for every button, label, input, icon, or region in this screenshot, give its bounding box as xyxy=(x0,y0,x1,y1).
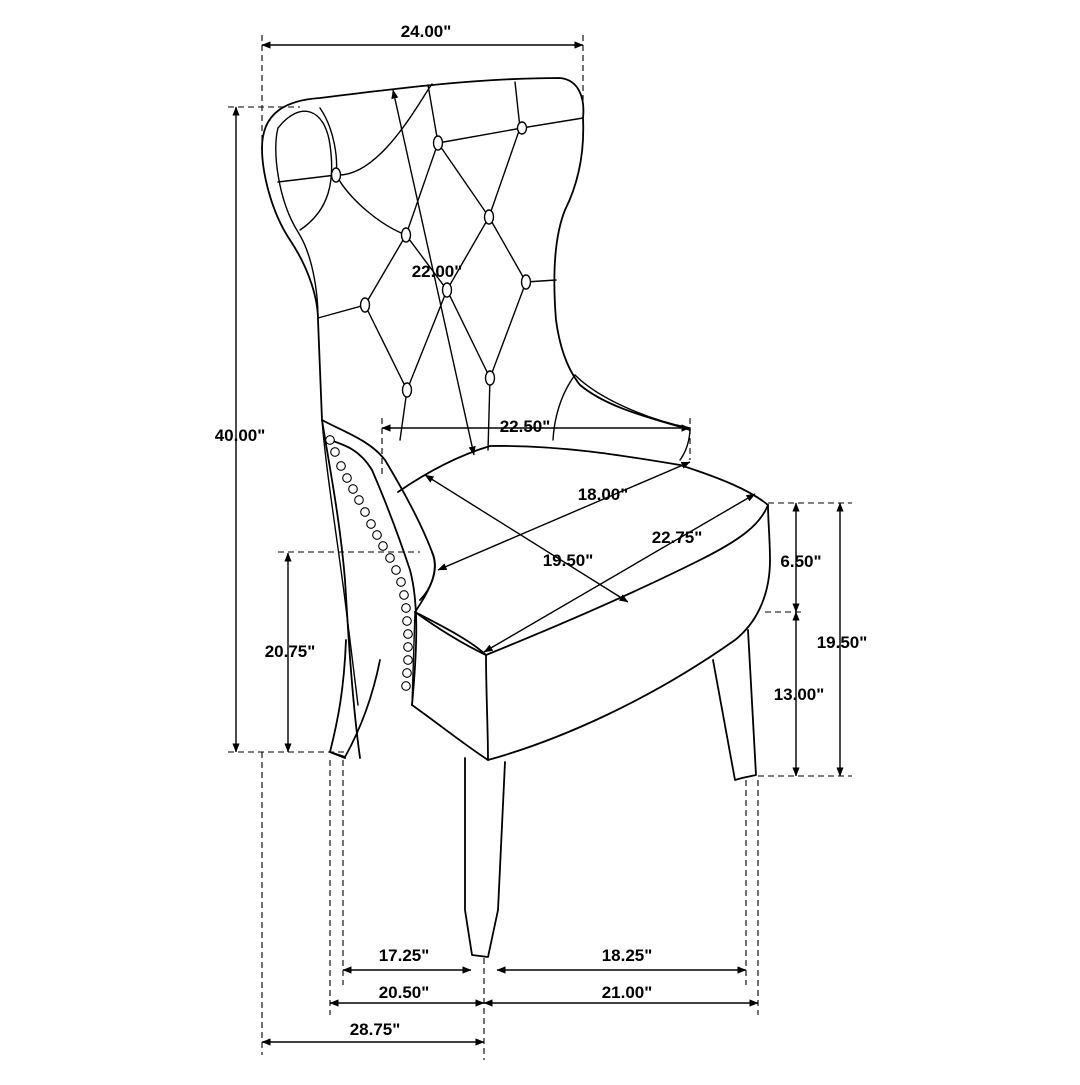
nailhead xyxy=(336,461,346,471)
nailhead xyxy=(399,590,409,600)
nailhead xyxy=(342,473,352,483)
nailhead xyxy=(360,507,370,517)
label-back-height: 22.00" xyxy=(412,262,463,281)
nailhead xyxy=(402,668,412,678)
label-overall-width: 24.00" xyxy=(401,22,452,41)
chair-left-arm-front xyxy=(329,439,418,706)
label-seat-diagonal: 19.50" xyxy=(543,551,594,570)
back-left-leg-bottom xyxy=(329,751,346,759)
label-seat-height: 19.50" xyxy=(817,633,868,652)
nailhead xyxy=(330,447,340,457)
nailhead xyxy=(385,553,395,563)
chair-left-arm xyxy=(321,419,436,601)
chair-right-wing-back xyxy=(552,374,576,441)
nailhead xyxy=(402,616,412,626)
chair-left-wing-inner xyxy=(277,110,333,231)
label-arm-height: 20.75" xyxy=(265,642,316,661)
label-seat-width-front: 22.50" xyxy=(500,417,551,436)
label-depth-outer-right: 21.00" xyxy=(602,983,653,1002)
nailhead xyxy=(396,577,406,587)
chair-left-wing xyxy=(261,147,361,759)
dim-arrow-seat-width xyxy=(483,493,756,653)
label-seat-width: 22.75" xyxy=(652,528,703,547)
nailhead xyxy=(401,603,411,613)
nailhead xyxy=(403,629,413,639)
chair-right-wing xyxy=(553,117,691,431)
nailhead xyxy=(372,530,382,540)
chair-back-top xyxy=(261,77,585,149)
chair-left-wing-roll xyxy=(275,127,319,319)
nailhead xyxy=(325,435,335,445)
nailhead xyxy=(403,642,413,652)
nailhead xyxy=(348,484,358,494)
nailhead xyxy=(391,565,401,575)
label-depth-inner-right: 18.25" xyxy=(602,946,653,965)
label-seat-depth: 18.00" xyxy=(578,485,629,504)
label-overall-depth: 28.75" xyxy=(350,1020,401,1039)
label-cushion-thickness: 6.50" xyxy=(780,552,821,571)
nailhead-trim xyxy=(325,435,413,691)
front-left-leg xyxy=(464,757,506,958)
nailhead xyxy=(354,495,364,505)
label-depth-outer-left: 20.50" xyxy=(379,983,430,1002)
label-overall-height: 40.00" xyxy=(215,426,266,445)
chair-outline xyxy=(261,77,771,958)
nailhead xyxy=(366,519,376,529)
back-left-leg xyxy=(329,639,381,758)
nailhead xyxy=(403,655,413,665)
seat-cushion-side xyxy=(411,611,489,761)
dimension-arrows xyxy=(232,41,844,1046)
dimension-labels: 24.00" 40.00" 22.00" 22.50" 18.00" 19.50… xyxy=(215,22,868,1039)
dim-arrow-back-height xyxy=(391,89,476,456)
chair-right-wing-edge xyxy=(574,374,691,461)
front-right-leg xyxy=(712,629,757,781)
seat-cushion-front xyxy=(485,504,771,761)
chair-left-side-back xyxy=(321,419,359,706)
label-leg-height: 13.00" xyxy=(774,685,825,704)
label-depth-inner-left: 17.25" xyxy=(379,946,430,965)
seat-side-edge xyxy=(411,611,416,706)
nailhead xyxy=(378,541,388,551)
nailhead xyxy=(401,681,411,691)
